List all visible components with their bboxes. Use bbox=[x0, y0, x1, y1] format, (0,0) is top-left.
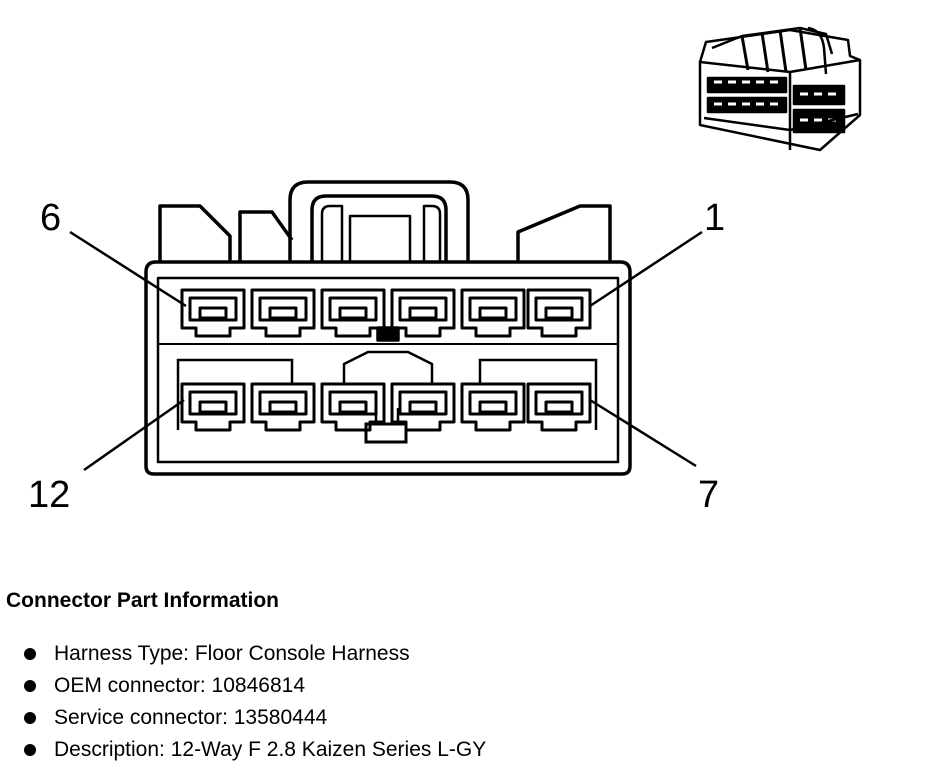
pin-label-12: 12 bbox=[28, 474, 70, 516]
terminal-cavities bbox=[180, 288, 592, 432]
cavity-contact-6 bbox=[198, 306, 228, 320]
list-item: OEM connector: 10846814 bbox=[6, 670, 906, 702]
cavity-contact-10 bbox=[338, 400, 368, 414]
leader-line-7 bbox=[589, 398, 697, 468]
cavity-contact-1 bbox=[544, 306, 574, 320]
list-item: Description: 12-Way F 2.8 Kaizen Series … bbox=[6, 734, 906, 766]
bullet-icon bbox=[24, 712, 36, 724]
pin-label-6: 6 bbox=[40, 197, 61, 239]
bullet-icon bbox=[24, 680, 36, 692]
cavity-contact-2 bbox=[478, 306, 508, 320]
cavity-6 bbox=[180, 288, 246, 338]
cavity-contact-5 bbox=[268, 306, 298, 320]
info-list: Harness Type: Floor Console Harness OEM … bbox=[6, 638, 906, 766]
leader-line-12 bbox=[83, 398, 185, 472]
cavity-5 bbox=[250, 288, 316, 338]
cavity-7 bbox=[526, 382, 592, 432]
bullet-icon bbox=[24, 744, 36, 756]
cavity-3 bbox=[390, 288, 456, 338]
cavity-1 bbox=[526, 288, 592, 338]
info-item-oem-connector: OEM connector: 10846814 bbox=[54, 674, 305, 697]
info-item-service-connector: Service connector: 13580444 bbox=[54, 706, 328, 729]
cavity-contact-11 bbox=[268, 400, 298, 414]
connector-face-diagram: 6 1 12 7 bbox=[28, 26, 862, 516]
cavity-9 bbox=[390, 382, 456, 432]
info-title: Connector Part Information bbox=[6, 589, 280, 612]
cavity-contact-12 bbox=[198, 400, 228, 414]
list-item: Harness Type: Floor Console Harness bbox=[6, 638, 906, 670]
pin-label-1: 1 bbox=[704, 197, 725, 239]
list-item: Service connector: 13580444 bbox=[6, 702, 906, 734]
bullet-icon bbox=[24, 648, 36, 660]
center-lock-key bbox=[364, 422, 408, 444]
info-item-harness-type: Harness Type: Floor Console Harness bbox=[54, 642, 410, 665]
pin-label-7: 7 bbox=[698, 474, 719, 516]
info-item-description: Description: 12-Way F 2.8 Kaizen Series … bbox=[54, 738, 487, 761]
cavity-2 bbox=[460, 288, 526, 338]
cavity-12 bbox=[180, 382, 246, 432]
cavity-contact-8 bbox=[478, 400, 508, 414]
cavity-8 bbox=[460, 382, 526, 432]
latch bbox=[288, 180, 470, 262]
cavity-contact-9 bbox=[408, 400, 438, 414]
cavity-contact-3 bbox=[408, 306, 438, 320]
connector-inner-body bbox=[156, 276, 620, 464]
connector-part-information: Connector Part Information Harness Type:… bbox=[6, 588, 906, 766]
cavity-contact-4 bbox=[338, 306, 368, 320]
cavity-contact-7 bbox=[544, 400, 574, 414]
cavity-4 bbox=[320, 288, 386, 338]
cavity-11 bbox=[250, 382, 316, 432]
connector-outer-body bbox=[144, 260, 632, 476]
leader-line-1 bbox=[589, 230, 703, 308]
connector-3d-icon bbox=[698, 26, 862, 152]
leader-line-6 bbox=[69, 230, 187, 308]
